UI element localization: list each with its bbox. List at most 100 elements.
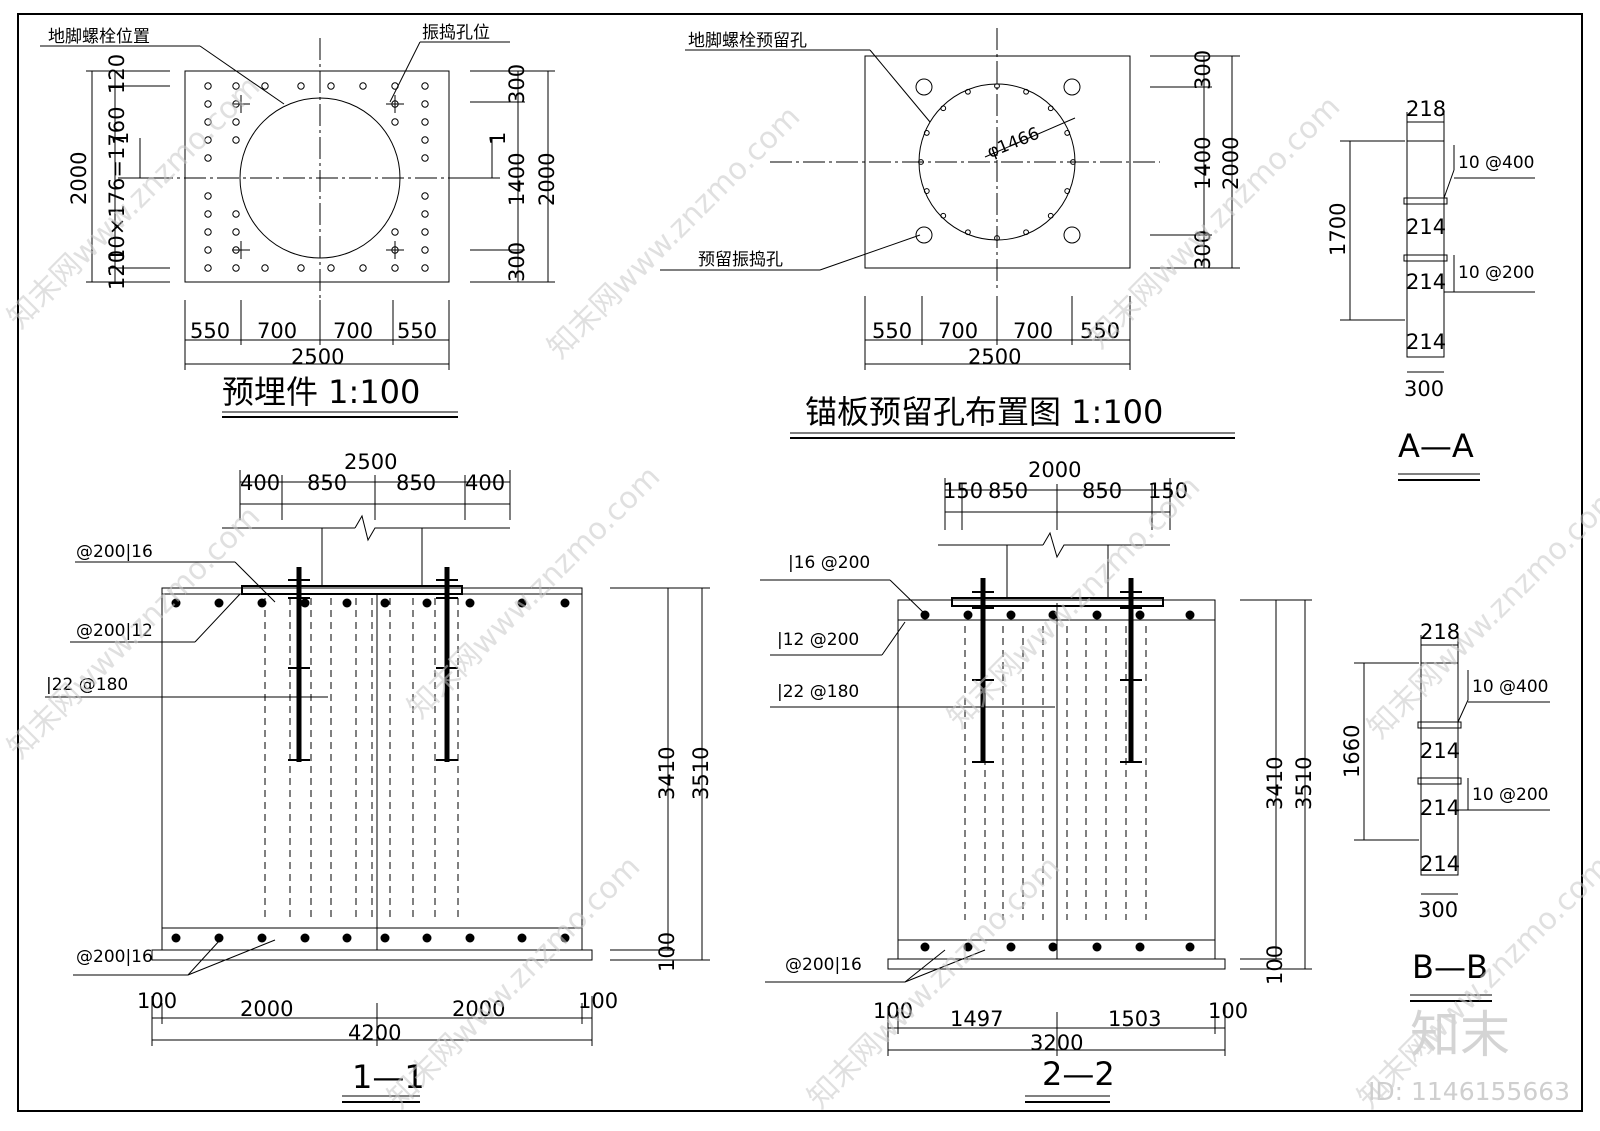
- section-11: @200|16 @200|12 |22 @180 @200|16 2500 40…: [45, 450, 713, 1103]
- aa-dim-bottom: 300: [1404, 377, 1444, 401]
- s22-bot-dim-4: 100: [1208, 999, 1248, 1023]
- bottom-rebar-dot: [214, 933, 224, 943]
- embed-hole: [204, 192, 212, 200]
- embed-dim-2: 700: [257, 319, 297, 343]
- anchor-title: 锚板预留孔布置图 1:100: [805, 393, 1163, 431]
- label-vibration-hole: 振捣孔位: [422, 23, 490, 43]
- bottom-rebar-dot: [257, 933, 267, 943]
- s22-bot-dim-2: 1497: [950, 1007, 1003, 1031]
- s22-top-dim-1: 150: [943, 479, 983, 503]
- s22-bot-total: 3200: [1030, 1031, 1083, 1055]
- embed-hole: [421, 118, 429, 126]
- s22-rebar-top: |16 @200: [788, 553, 870, 573]
- s11-top-dim-3: 850: [396, 471, 436, 495]
- embed-hole: [359, 264, 367, 272]
- anchor-dim-3: 700: [1013, 319, 1053, 343]
- embed-dim-3: 700: [333, 319, 373, 343]
- bb-dim-bottom: 300: [1418, 898, 1458, 922]
- embed-hole: [421, 100, 429, 108]
- s11-top-dim-4: 400: [465, 471, 505, 495]
- anchor-bolt-hole: [923, 130, 930, 136]
- embed-hole: [204, 246, 212, 254]
- s22-top-dim-3: 850: [1082, 479, 1122, 503]
- bb-dim-height: 1660: [1340, 725, 1364, 778]
- plan-anchor: φ1466 地脚螺栓预留孔 预留振捣孔 550 700 700 550 2500…: [660, 28, 1243, 439]
- watermark-repeat-10: 知末网www.znzmo.com: [1351, 849, 1600, 1115]
- anchor-bolt-hole: [1064, 188, 1071, 194]
- anchor-circle-diameter: φ1466: [984, 124, 1042, 163]
- anchor-bolt-hole: [994, 83, 1000, 89]
- top-rebar-dot: [380, 598, 390, 608]
- top-rebar-dot: [300, 598, 310, 608]
- embed-hole: [421, 246, 429, 254]
- embed-dim-right-2: 1400: [505, 153, 529, 206]
- anchor-bolt-hole: [1070, 159, 1076, 165]
- watermark-logo: 知末: [1410, 1006, 1510, 1064]
- aa-tie-2: 10 @200: [1458, 263, 1534, 283]
- aa-tie-1: 10 @400: [1458, 153, 1534, 173]
- bottom-rebar-dot: [465, 933, 475, 943]
- top-rebar-dot: [257, 598, 267, 608]
- embed-hole: [327, 264, 335, 272]
- embed-hole: [204, 228, 212, 236]
- anchor-dim-right-2: 1400: [1191, 137, 1215, 190]
- embed-title: 预埋件 1:100: [222, 373, 420, 411]
- label-bolt-position: 地脚螺栓位置: [48, 27, 150, 47]
- s11-base: [151, 949, 593, 961]
- bb-dim-top: 218: [1420, 620, 1460, 644]
- anchor-dim-1: 550: [872, 319, 912, 343]
- embed-hole: [204, 100, 212, 108]
- s22-rebar-bot: @200|16: [785, 955, 862, 975]
- anchor-dim-right-total: 2000: [1219, 137, 1243, 190]
- anchor-dim-right-1: 300: [1191, 50, 1215, 90]
- embed-hole: [421, 228, 429, 236]
- bb-dim-row-1: 214: [1420, 739, 1460, 763]
- top-rebar-dot: [214, 598, 224, 608]
- embed-hole: [232, 228, 240, 236]
- anchor-bolt-hole: [1023, 88, 1029, 95]
- top-rebar-dot: [560, 598, 570, 608]
- watermark-repeat-7: 知末网www.znzmo.com: [1361, 479, 1600, 745]
- s11-title: 1—1: [352, 1058, 425, 1096]
- aa-dim-row-3: 214: [1406, 330, 1446, 354]
- embed-hole: [421, 82, 429, 90]
- embed-hole: [232, 118, 240, 126]
- watermark-repeat-8: 知末网www.znzmo.com: [381, 849, 647, 1115]
- embed-hole: [421, 154, 429, 162]
- s22-h-total: 3510: [1292, 757, 1316, 810]
- s11-rebar-mid: @200|12: [76, 621, 153, 641]
- s11-h-total: 3510: [689, 747, 713, 800]
- bottom-rebar-dot: [171, 933, 181, 943]
- embed-hole: [391, 228, 399, 236]
- embed-hole: [297, 82, 305, 90]
- anchor-dim-2: 700: [938, 319, 978, 343]
- plan-embed: 1 1 地脚螺栓位置 振捣孔位 550 700 700 550 2500 200…: [40, 23, 559, 418]
- top-rebar-dot: [1048, 610, 1058, 620]
- embed-plate-outline: [184, 70, 450, 283]
- s22-title: 2—2: [1042, 1055, 1115, 1093]
- top-rebar-dot: [1135, 610, 1145, 620]
- embed-dim-right-total: 2000: [535, 153, 559, 206]
- s22-h-base: 100: [1263, 945, 1287, 985]
- aa-dim-row-2: 214: [1406, 270, 1446, 294]
- embed-dim-right-3: 300: [505, 242, 529, 282]
- embed-hole: [204, 264, 212, 272]
- top-rebar-dot: [1185, 610, 1195, 620]
- embed-hole: [204, 118, 212, 126]
- bb-title: B—B: [1412, 948, 1488, 986]
- embed-hole: [421, 136, 429, 144]
- bb-dim-row-3: 214: [1420, 852, 1460, 876]
- s22-top-total: 2000: [1028, 458, 1081, 482]
- bottom-rebar-dot: [1135, 942, 1145, 952]
- embed-hole: [391, 118, 399, 126]
- aa-dim-top: 218: [1406, 97, 1446, 121]
- top-rebar-dot: [517, 598, 527, 608]
- s11-bot-dim-1: 100: [137, 989, 177, 1013]
- aa-dim-row-1: 214: [1406, 215, 1446, 239]
- embed-hole: [327, 82, 335, 90]
- s11-bot-dim-4: 100: [578, 989, 618, 1013]
- anchor-bolt-hole: [940, 212, 947, 219]
- anchor-dim-total: 2500: [968, 345, 1021, 369]
- embed-dim-left-mid: 10×176=1760: [105, 107, 129, 262]
- s22-top-dim-2: 850: [988, 479, 1028, 503]
